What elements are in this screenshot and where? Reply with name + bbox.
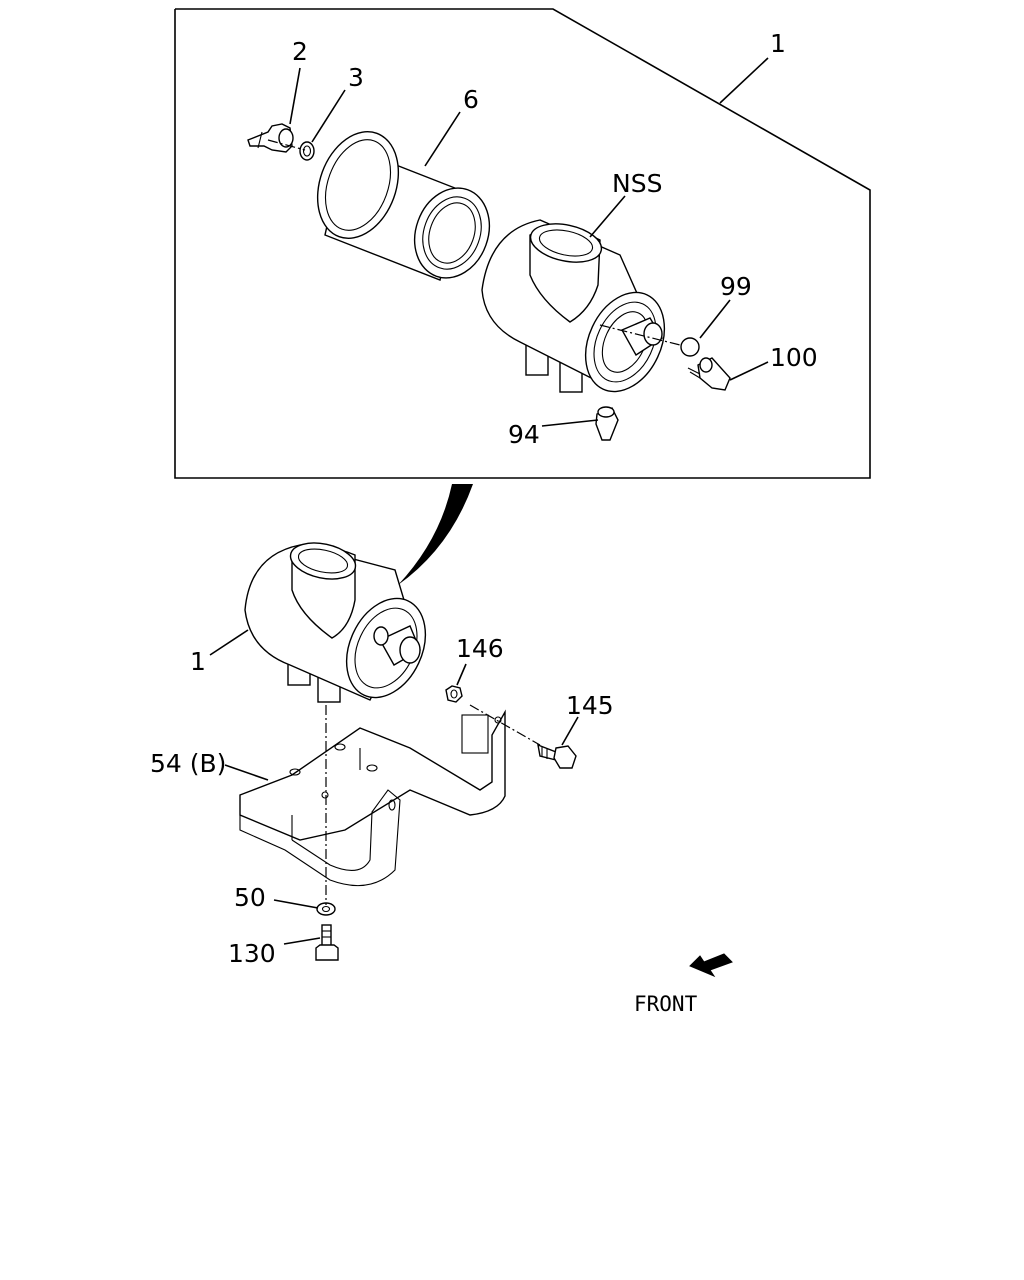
callout-pointer <box>398 484 473 585</box>
assembled-air-cleaner-part <box>244 542 427 703</box>
bracket-bolt-part <box>537 743 577 769</box>
small-washer-part <box>299 141 315 161</box>
label-drain-valve: 94 <box>508 420 540 449</box>
label-bottom-bolt: 130 <box>228 939 276 968</box>
cap-part <box>680 337 700 357</box>
part-labels: 1 2 3 6 NSS 99 100 94 1 146 54 (B) 145 5… <box>150 29 818 968</box>
label-nss: NSS <box>612 169 662 198</box>
label-filter-element: 6 <box>463 85 479 114</box>
leader-lines <box>209 57 769 945</box>
label-assembly-bottom: 1 <box>190 647 206 676</box>
indicator-part <box>687 357 731 391</box>
label-wing-bolt: 2 <box>292 37 308 66</box>
front-indicator: FRONT <box>634 953 733 1016</box>
label-cap: 99 <box>720 272 752 301</box>
label-bracket-bolt: 145 <box>566 691 614 720</box>
label-front: FRONT <box>634 992 698 1016</box>
drain-valve-part <box>595 406 619 441</box>
air-cleaner-body-part <box>481 219 666 393</box>
label-bracket: 54 (B) <box>150 749 226 778</box>
filter-element-part <box>316 131 491 281</box>
label-small-washer: 3 <box>348 63 364 92</box>
label-washer: 50 <box>234 883 266 912</box>
label-indicator: 100 <box>770 343 818 372</box>
assembly-lines <box>267 139 681 905</box>
bottom-bolt-part <box>315 924 339 961</box>
bracket-part <box>239 709 506 887</box>
label-assembly-top: 1 <box>770 29 786 58</box>
nut-part <box>445 685 463 703</box>
wing-bolt-part <box>247 123 294 153</box>
front-arrow-icon <box>689 953 733 978</box>
exploded-view-frame <box>174 8 871 479</box>
label-nut: 146 <box>456 634 504 663</box>
